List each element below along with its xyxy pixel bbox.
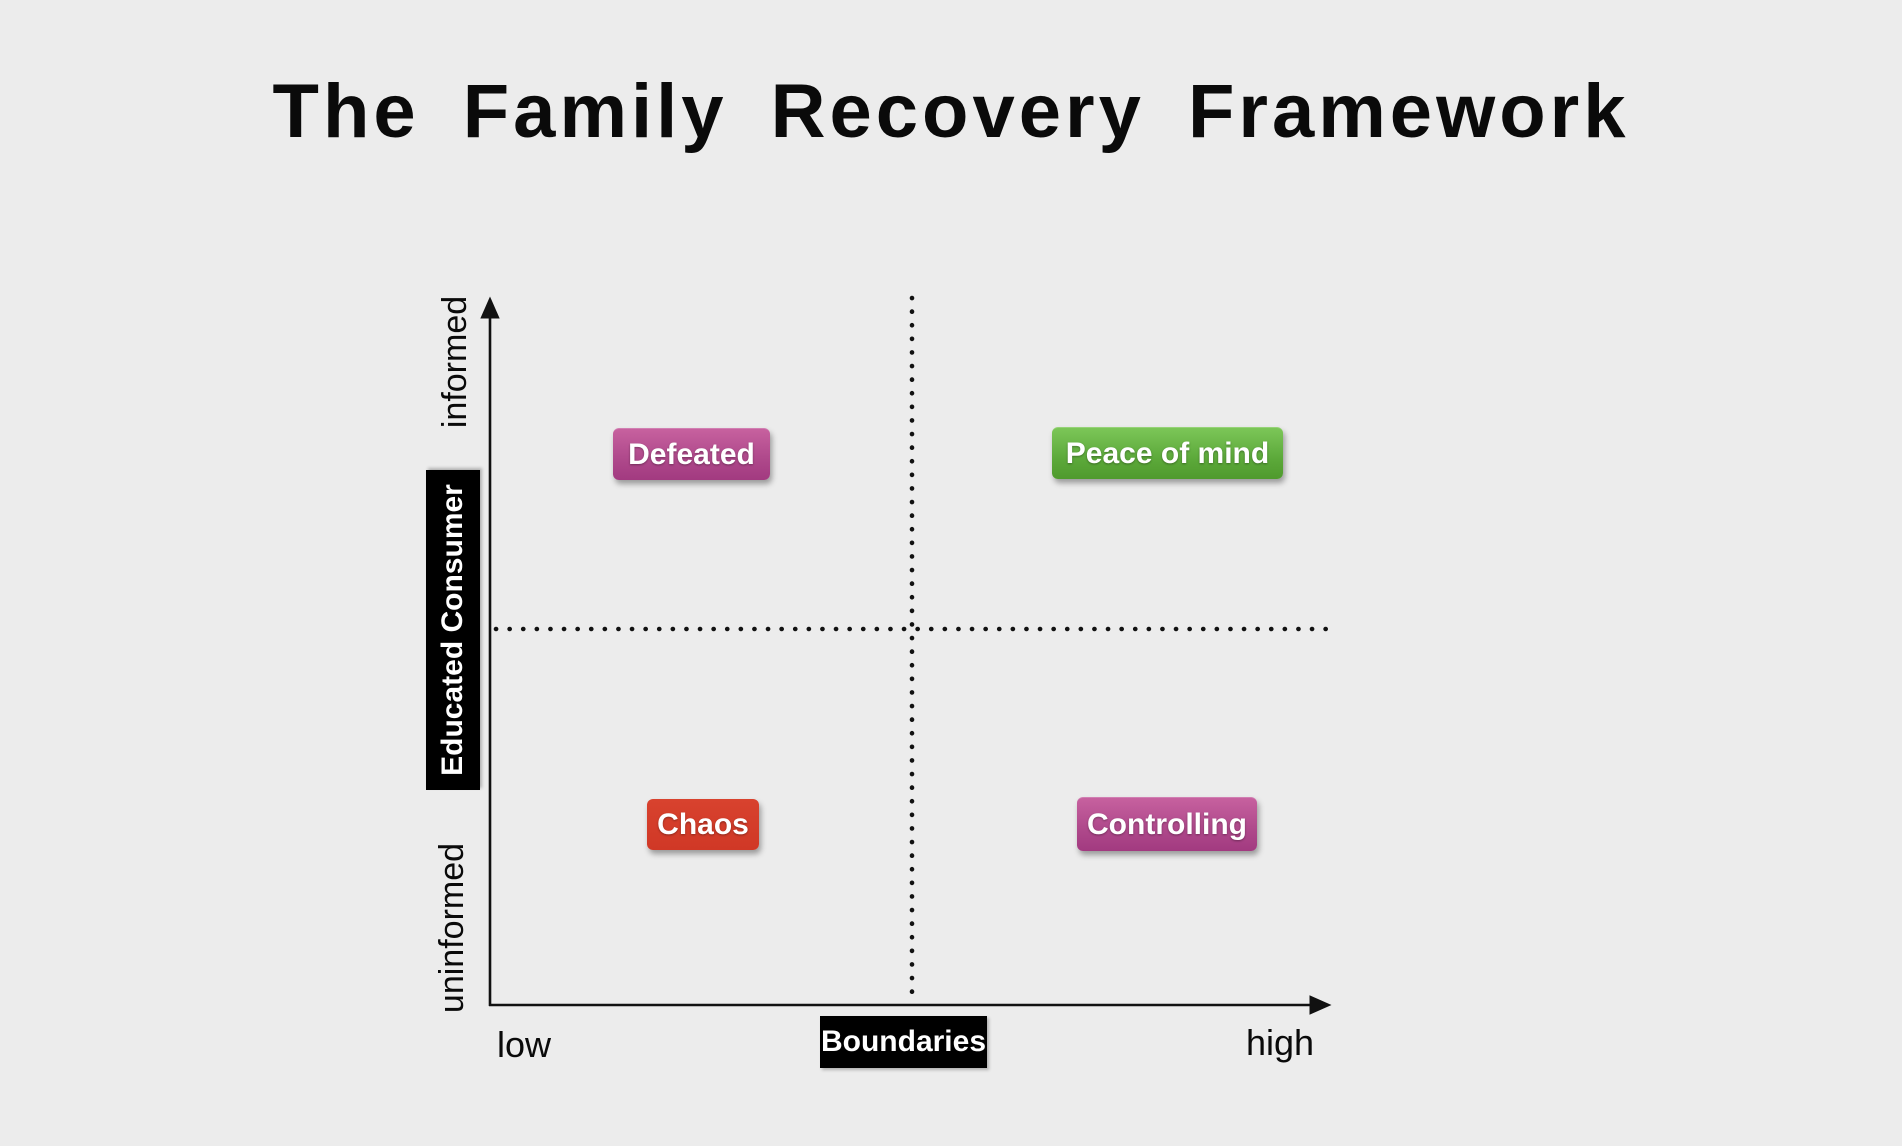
page-title: The Family Recovery Framework	[272, 69, 1630, 154]
quadrant-chip-controlling-label: Controlling	[1087, 807, 1247, 841]
quadrant-chip-chaos-label: Chaos	[657, 807, 749, 841]
x-axis-caption-low: low	[497, 1024, 552, 1065]
x-axis-caption-high: high	[1246, 1022, 1315, 1063]
quadrant-chip-peace-of-mind-label: Peace of mind	[1065, 436, 1270, 470]
x-axis-title-box: Boundaries	[820, 1016, 987, 1068]
quadrant-chip-peace-of-mind: Peace of mind	[1052, 427, 1283, 479]
quadrant-chip-chaos: Chaos	[647, 799, 759, 850]
y-axis-title-label: Educated Consumer	[436, 484, 469, 776]
quadrant-chip-controlling: Controlling	[1077, 797, 1257, 851]
x-axis-title-label: Boundaries	[820, 1025, 987, 1058]
y-axis-caption-uninformed: uninformed	[433, 842, 471, 1014]
quadrant-chip-defeated-label: Defeated	[628, 437, 755, 471]
y-axis-caption-informed: informed	[436, 295, 474, 429]
y-axis-title-box: Educated Consumer	[426, 470, 480, 790]
quadrant-chip-defeated: Defeated	[613, 428, 770, 480]
